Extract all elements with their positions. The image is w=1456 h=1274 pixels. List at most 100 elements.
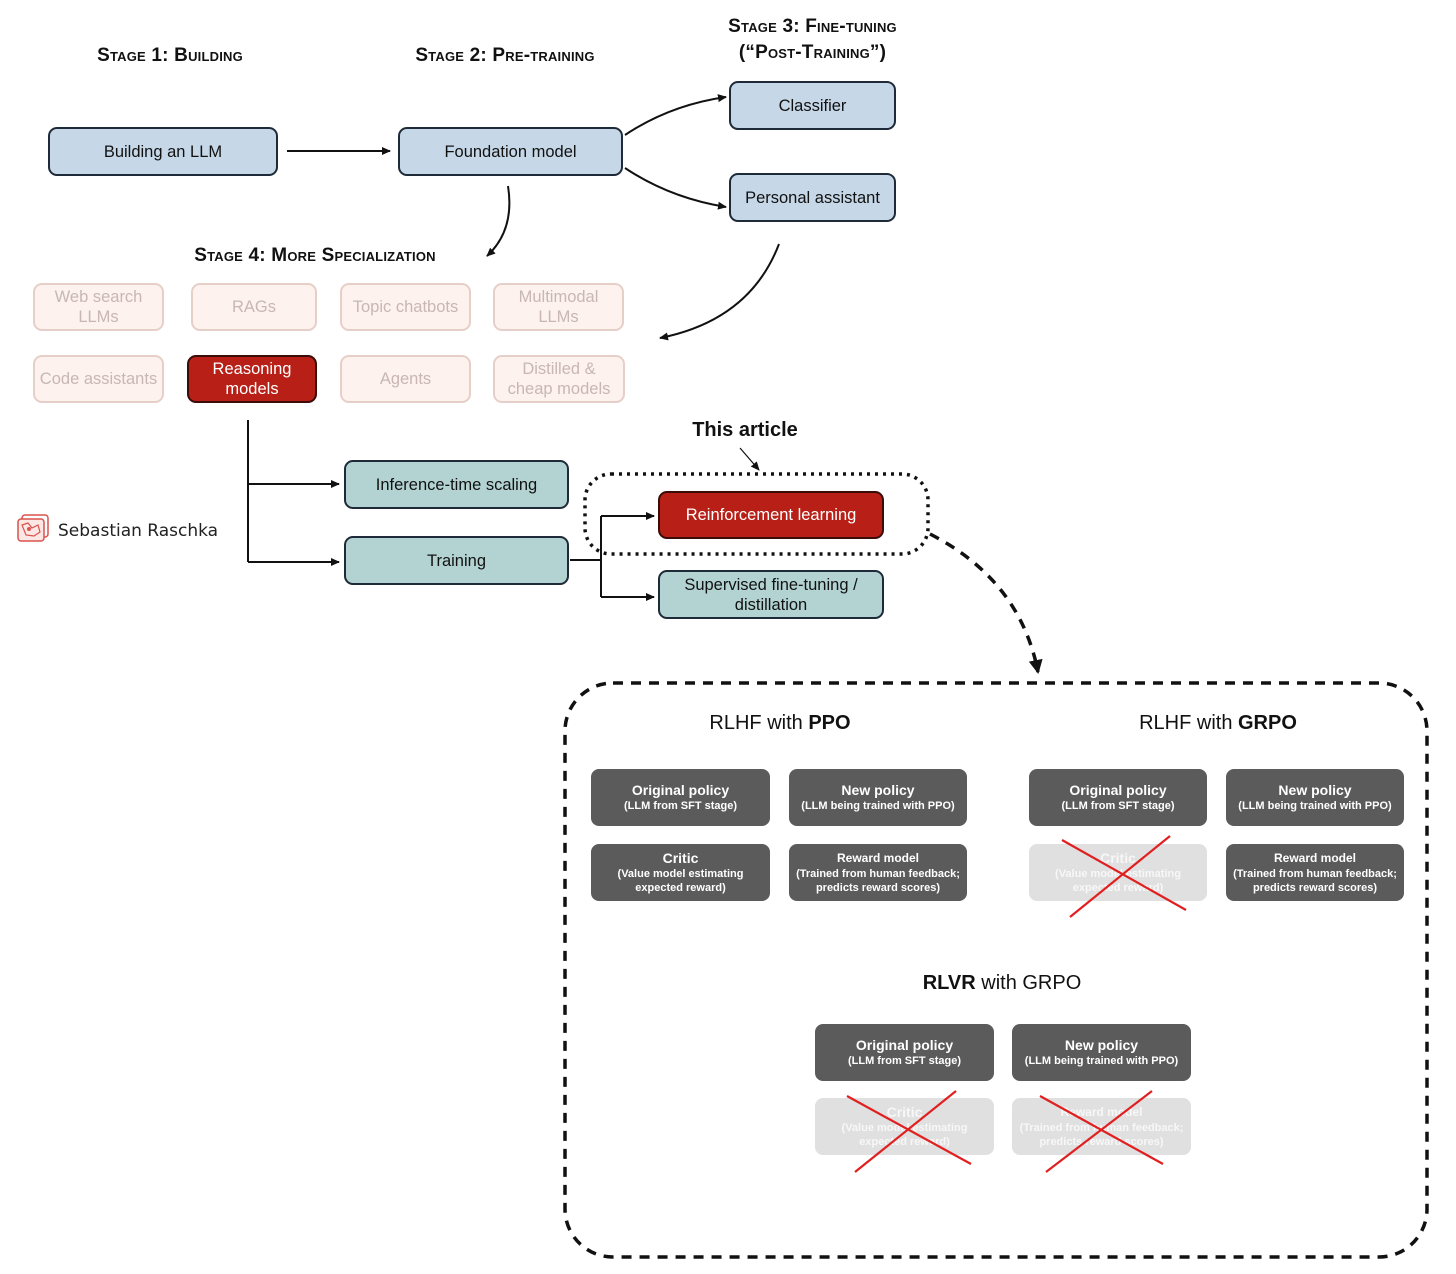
foundation-model-box: Foundation model: [398, 127, 623, 176]
training-label: Training: [427, 551, 486, 570]
multimodal-line2: LLMs: [538, 308, 579, 326]
stage3-line2: (“Post-Training”): [738, 42, 887, 63]
stage2-heading: Stage 2: Pre-training: [415, 45, 595, 66]
foundation-model-label: Foundation model: [444, 142, 577, 161]
rlhf-ppo-title-bold: PPO: [808, 712, 851, 734]
agents-box: Agents: [340, 355, 471, 403]
rl-label: Reinforcement learning: [685, 506, 857, 524]
rlhf-grpo-title-pre: RLHF with: [1139, 712, 1238, 734]
stage4-heading: Stage 4: More Specialization: [194, 245, 436, 266]
rlhf-grpo-title: RLHF with GRPO: [1078, 712, 1358, 735]
inference-label: Inference-time scaling: [375, 475, 538, 494]
rlvr-reward-title: Reward model: [1060, 1105, 1143, 1119]
cross-rlvr-critic-icon: [846, 1090, 972, 1173]
reasoning-line2: models: [225, 380, 279, 398]
ppo-critic-sub2: expected reward): [635, 882, 726, 894]
agents-label: Agents: [379, 370, 432, 388]
distilled-models-box: Distilled & cheap models: [493, 355, 625, 403]
cross-grpo-critic-icon: [1061, 835, 1187, 918]
ppo-new-title: New policy: [841, 782, 915, 798]
reasoning-models-box: Reasoning models: [187, 355, 317, 403]
code-assistants-label: Code assistants: [39, 370, 158, 388]
rlvr-original-policy: Original policy (LLM from SFT stage): [815, 1024, 994, 1081]
inference-time-scaling-box: Inference-time scaling: [344, 460, 569, 509]
ppo-critic-title: Critic: [662, 850, 699, 866]
rlhf-ppo-title-pre: RLHF with: [709, 712, 809, 734]
classifier-label: Classifier: [778, 96, 847, 115]
stage3-line1: Stage 3: Fine-tuning: [728, 16, 897, 37]
distilled-line1: Distilled &: [522, 360, 596, 378]
rlvr-reward-sub1: (Trained from human feedback;: [1019, 1122, 1184, 1134]
topic-chatbots-label: Topic chatbots: [352, 298, 459, 316]
this-article-label: This article: [692, 419, 798, 441]
sft-line2: distillation: [734, 595, 808, 614]
rlvr-reward-model-removed: Reward model (Trained from human feedback…: [1012, 1098, 1191, 1155]
ppo-critic-sub1: (Value model estimating: [617, 868, 744, 880]
building-llm-label: Building an LLM: [103, 142, 223, 161]
dashed-arrow-to-rl-detail: [929, 532, 1043, 674]
ppo-critic: Critic (Value model estimating expected re…: [591, 844, 770, 901]
classifier-box: Classifier: [729, 81, 896, 130]
ppo-original-title: Original policy: [631, 782, 730, 798]
this-article-highlight: [583, 472, 930, 556]
author-name: Sebastian Raschka: [58, 521, 219, 541]
reinforcement-learning-box: Reinforcement learning: [658, 491, 884, 539]
grpo-reward-title: Reward model: [1273, 851, 1357, 865]
sft-distillation-box: Supervised fine-tuning /distillation: [658, 570, 884, 619]
rlvr-new-title: New policy: [1064, 1037, 1139, 1053]
arrow-to-assistant: [624, 167, 727, 210]
building-llm-box: Building an LLM: [48, 127, 278, 176]
rlvr-critic-title: Critic: [886, 1104, 923, 1120]
grpo-reward-sub2: predicts reward scores): [1252, 882, 1378, 894]
topic-chatbots-box: Topic chatbots: [340, 283, 471, 331]
grpo-reward-sub1: (Trained from human feedback;: [1233, 868, 1397, 880]
code-assistants-box: Code assistants: [33, 355, 164, 403]
rlhf-grpo-title-bold: GRPO: [1238, 712, 1297, 734]
rlvr-reward-sub2: predicts reward scores): [1039, 1136, 1164, 1148]
personal-assistant-box: Personal assistant: [729, 173, 896, 222]
training-box: Training: [344, 536, 569, 585]
ppo-original-policy: Original policy (LLM from SFT stage): [591, 769, 770, 826]
grpo-original-sub: (LLM from SFT stage): [1061, 800, 1175, 812]
sft-line1: Supervised fine-tuning /: [684, 575, 858, 594]
arrow-assistant-to-stage4: [659, 243, 780, 341]
ppo-original-sub: (LLM from SFT stage): [623, 800, 738, 812]
author-logo-icon: [16, 514, 50, 544]
grpo-original-title: Original policy: [1069, 782, 1167, 798]
arrow-foundation-to-stage4: [486, 185, 511, 257]
rl-detail-container: [563, 681, 1429, 1259]
cross-rlvr-reward-icon: [1039, 1090, 1164, 1173]
rlvr-new-sub: (LLM being trained with PPO): [1024, 1055, 1179, 1067]
grpo-new-sub: (LLM being trained with PPO): [1238, 800, 1392, 812]
grpo-reward-model: Reward model (Trained from human feedback…: [1226, 844, 1404, 901]
multimodal-line1: Multimodal: [518, 288, 599, 306]
rlvr-original-title: Original policy: [855, 1037, 954, 1053]
web-search-line2: LLMs: [78, 308, 119, 326]
stage1-heading: Stage 1: Building: [97, 45, 243, 66]
ppo-reward-model: Reward model(Trained from human feedback…: [789, 844, 967, 901]
rlhf-ppo-title: RLHF with PPO: [640, 712, 920, 735]
rlvr-original-sub: (LLM from SFT stage): [847, 1055, 962, 1067]
grpo-critic-title: Critic: [1100, 850, 1136, 866]
rlvr-new-policy: New policy (LLM being trained with PPO): [1012, 1024, 1191, 1081]
reasoning-line1: Reasoning: [212, 360, 292, 378]
rlvr-title-post: with GRPO: [975, 972, 1082, 994]
ppo-new-sub: (LLM being trained with PPO): [801, 800, 955, 812]
grpo-original-policy: Original policy (LLM from SFT stage): [1029, 769, 1207, 826]
personal-assistant-label: Personal assistant: [745, 188, 880, 207]
arrow-to-classifier: [624, 94, 727, 136]
ppo-new-policy: New policy (LLM being trained with PPO): [789, 769, 967, 826]
rlvr-title: RLVR with GRPO: [862, 972, 1142, 995]
rlvr-title-bold: RLVR: [922, 972, 976, 994]
distilled-line2: cheap models: [507, 380, 611, 398]
grpo-new-policy: New policy(LLM being trained with PPO): [1226, 769, 1404, 826]
ppo-reward-title: Reward model: [836, 851, 920, 865]
this-article-pointer: [739, 447, 760, 471]
web-search-line1: Web search: [54, 288, 143, 306]
grpo-critic-sub1: (Value model estimating: [1055, 868, 1181, 880]
rags-box: RAGs: [191, 283, 317, 331]
rags-label: RAGs: [231, 298, 276, 316]
